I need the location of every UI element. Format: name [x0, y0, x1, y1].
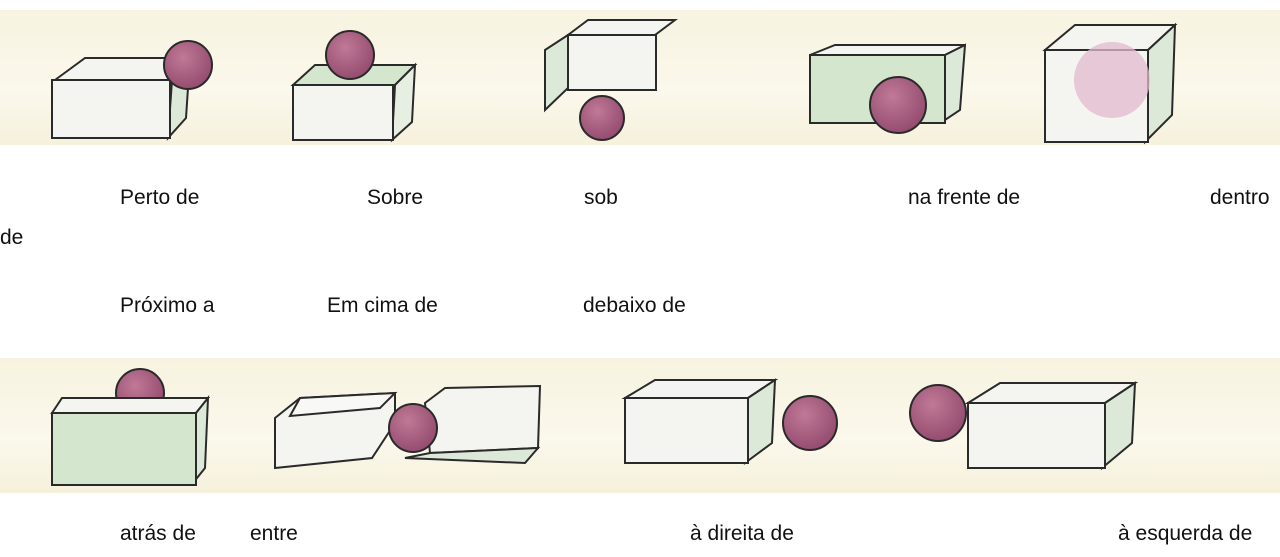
label-entre: entre	[250, 522, 298, 545]
illustration-entre	[274, 384, 542, 470]
label-de: de	[0, 226, 24, 249]
label-perto-de: Perto de	[120, 186, 200, 209]
label-sob: sob	[584, 186, 618, 209]
label-atras-de: atrás de	[120, 522, 196, 545]
illustration-sob	[544, 19, 678, 141]
illustration-perto-de	[51, 40, 213, 141]
illustration-na-frente-de	[809, 43, 967, 134]
top-illustrations	[51, 19, 1178, 145]
illustration-sobre	[290, 30, 418, 143]
illustration-atras-de	[50, 368, 211, 487]
illustration-dentro-de	[1042, 22, 1178, 145]
bottom-illustrations	[50, 368, 1139, 487]
label-na-frente-de: na frente de	[908, 186, 1021, 209]
label-debaixo-de: debaixo de	[583, 294, 686, 317]
label-sobre: Sobre	[367, 186, 424, 209]
label-a-esquerda-de: à esquerda de	[1118, 522, 1253, 545]
label-a-direita-de: à direita de	[690, 522, 794, 545]
label-em-cima-de: Em cima de	[327, 294, 438, 317]
top-illustration-strip	[0, 10, 1280, 145]
illustration-a-esquerda-de	[909, 381, 1139, 471]
illustration-a-direita-de	[621, 378, 838, 466]
label-dentro: dentro	[1210, 186, 1270, 209]
label-proximo-a: Próximo a	[120, 294, 215, 317]
bottom-illustration-strip	[0, 358, 1280, 493]
